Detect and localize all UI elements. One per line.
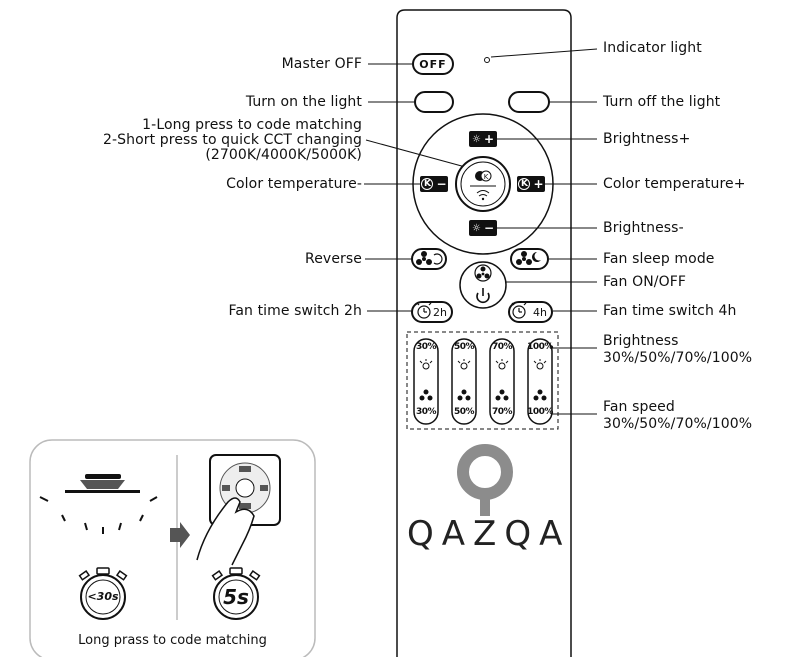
- remote-outline: [396, 9, 572, 657]
- inset-caption: Long prass to code matching: [78, 633, 267, 648]
- timer-4h-button[interactable]: 4h: [508, 301, 553, 323]
- kelvin-icon: K: [518, 178, 531, 190]
- label-code-line2: 2-Short press to quick CCT changing: [103, 132, 362, 148]
- color-temp-plus-button[interactable]: K+: [517, 176, 545, 192]
- fan-speed-70-label[interactable]: 70%: [491, 407, 513, 417]
- svg-text:K: K: [484, 173, 489, 181]
- label-turn-on-light: Turn on the light: [245, 94, 362, 110]
- preset-dashed-box: [406, 331, 559, 430]
- preset-pills: [413, 338, 553, 425]
- preset-bulb-icons: [419, 359, 547, 370]
- power-icon: [476, 292, 490, 304]
- fan-sleep-button[interactable]: [510, 248, 549, 270]
- center-button-outline: [455, 156, 511, 212]
- reverse-button[interactable]: [411, 248, 447, 270]
- label-reverse: Reverse: [305, 251, 362, 267]
- label-fan-onoff: Fan ON/OFF: [603, 274, 687, 290]
- stopwatch-long-text: 5s: [223, 585, 249, 609]
- label-color-temp-plus: Color temperature+: [603, 176, 746, 192]
- label-brightness-title: Brightness: [603, 333, 679, 349]
- brightness-30-label[interactable]: 30%: [415, 342, 437, 352]
- label-turn-off-light: Turn off the light: [603, 94, 721, 110]
- code-matching-button[interactable]: [456, 157, 510, 211]
- brightness-70-label[interactable]: 70%: [491, 342, 513, 352]
- preset-fan-icons: [419, 389, 547, 401]
- brightness-50-label[interactable]: 50%: [453, 342, 475, 352]
- ceiling-lamp-icon: [39, 474, 158, 534]
- label-fan-speed-title: Fan speed: [603, 399, 675, 415]
- remote-closeup-icon: [196, 454, 281, 566]
- label-fan-sleep: Fan sleep mode: [603, 251, 715, 267]
- stopwatch-short-icon: [78, 567, 128, 620]
- sun-icon: ☼: [471, 133, 481, 145]
- label-master-off: Master OFF: [281, 56, 362, 72]
- moon-icon: [532, 252, 541, 263]
- fan-onoff-button[interactable]: [460, 262, 506, 308]
- stopwatch-short-text: <30s: [87, 590, 119, 603]
- kelvin-icon: K: [421, 178, 434, 190]
- qazqa-logo-text: QAZQA: [407, 514, 571, 554]
- label-indicator: Indicator light: [603, 40, 702, 56]
- brightness-100-label[interactable]: 100%: [527, 342, 553, 352]
- color-temp-minus-button[interactable]: K−: [420, 176, 448, 192]
- brightness-plus-button[interactable]: ☼+: [469, 131, 497, 147]
- label-brightness-minus: Brightness-: [603, 220, 684, 236]
- indicator-light-dot: [484, 57, 490, 63]
- fan-speed-30-label[interactable]: 30%: [415, 407, 437, 417]
- fan-icon-center: [476, 266, 490, 279]
- control-ring: [412, 113, 554, 255]
- light-off-button[interactable]: [508, 91, 550, 113]
- brightness-minus-button[interactable]: ☼−: [469, 220, 497, 236]
- fan-speed-50-label[interactable]: 50%: [453, 407, 475, 417]
- master-off-button[interactable]: OFF: [412, 53, 454, 75]
- label-code-line3: (2700K/4000K/5000K): [205, 147, 362, 163]
- label-fan-speed-levels: 30%/50%/70%/100%: [603, 416, 753, 432]
- label-color-temp-minus: Color temperature-: [226, 176, 362, 192]
- label-fan-2h: Fan time switch 2h: [228, 303, 362, 319]
- label-brightness-levels: 30%/50%/70%/100%: [603, 350, 753, 366]
- leader-lines: [364, 48, 598, 415]
- label-fan-4h: Fan time switch 4h: [603, 303, 737, 319]
- qazqa-logo-mark: [457, 444, 513, 516]
- label-brightness-plus: Brightness+: [603, 131, 691, 147]
- label-code-line1: 1-Long press to code matching: [142, 117, 362, 133]
- fan-speed-100-label[interactable]: 100%: [527, 407, 553, 417]
- sun-icon: ☼: [471, 222, 481, 234]
- fan-onoff-button-outline: [459, 261, 507, 309]
- light-on-button[interactable]: [414, 91, 454, 113]
- hand-pressing-icon: [196, 497, 255, 566]
- arrow-right-icon: [170, 522, 190, 548]
- wifi-icon: [476, 190, 490, 197]
- stopwatch-long-icon: [211, 567, 261, 620]
- center-button-inner: [460, 161, 506, 207]
- timer-2h-button[interactable]: 2h: [411, 301, 453, 323]
